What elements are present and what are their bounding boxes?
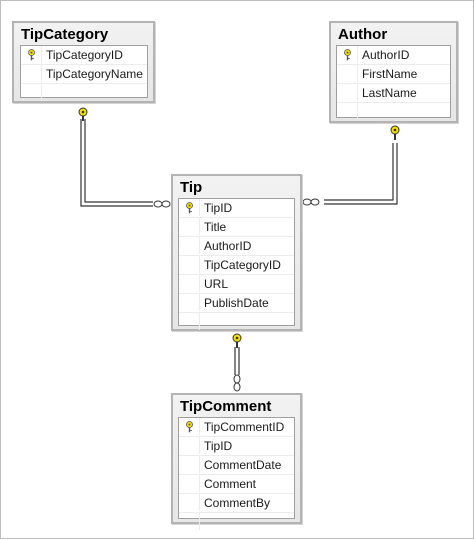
infinity-end-icon xyxy=(233,374,241,392)
column-row[interactable]: TipCategoryName xyxy=(21,65,147,84)
column-row-empty[interactable] xyxy=(337,103,450,121)
relationship-line xyxy=(324,143,394,201)
column-name: TipID xyxy=(204,201,233,215)
column-name: TipID xyxy=(204,439,233,453)
column-row[interactable]: AuthorID xyxy=(179,237,294,256)
column-row[interactable]: TipCategoryID xyxy=(179,256,294,275)
column-list: TipCommentID TipID CommentDate Comment C… xyxy=(178,417,295,530)
key-end-icon xyxy=(232,333,242,348)
column-name: FirstName xyxy=(362,67,418,81)
column-row[interactable]: FirstName xyxy=(337,65,450,84)
column-name: CommentDate xyxy=(204,458,282,472)
table-title: TipComment xyxy=(180,398,272,415)
column-row[interactable]: TipID xyxy=(179,199,294,218)
column-name: TipCategoryID xyxy=(204,258,281,272)
infinity-end-icon xyxy=(302,198,320,206)
relationship-tip-tipcomment xyxy=(232,333,242,392)
column-name: PublishDate xyxy=(204,296,269,310)
table-tipcategory[interactable]: TipCategory TipCategoryID TipCategoryNam… xyxy=(12,21,155,103)
table-title: TipCategory xyxy=(21,26,109,43)
primary-key-icon xyxy=(344,49,351,61)
column-row-empty[interactable] xyxy=(21,84,147,102)
column-row[interactable]: TipID xyxy=(179,437,294,456)
table-tipcomment[interactable]: TipComment TipCommentID TipID CommentDat… xyxy=(171,393,302,530)
relationship-tipcategory-tip xyxy=(78,107,171,208)
primary-key-icon xyxy=(186,202,193,214)
column-row[interactable]: CommentBy xyxy=(179,494,294,513)
column-row[interactable]: Title xyxy=(179,218,294,237)
column-name: AuthorID xyxy=(204,239,252,253)
column-name: TipCategoryID xyxy=(46,48,123,62)
relationship-line xyxy=(80,119,153,207)
column-name: CommentBy xyxy=(204,496,271,510)
column-list: AuthorID FirstName LastName xyxy=(336,45,451,121)
column-row[interactable]: LastName xyxy=(337,84,450,103)
primary-key-icon xyxy=(186,421,193,433)
column-row-empty[interactable] xyxy=(179,513,294,531)
column-row[interactable]: TipCategoryID xyxy=(21,46,147,65)
column-row[interactable]: AuthorID xyxy=(337,46,450,65)
table-tip[interactable]: Tip TipID Title AuthorID xyxy=(171,174,302,331)
column-list: TipID Title AuthorID TipCategoryID URL P… xyxy=(178,198,295,330)
column-name: AuthorID xyxy=(362,48,410,62)
column-row[interactable]: Comment xyxy=(179,475,294,494)
column-row[interactable]: TipCommentID xyxy=(179,418,294,437)
column-name: Comment xyxy=(204,477,257,491)
column-name: TipCommentID xyxy=(204,420,285,434)
column-row[interactable]: URL xyxy=(179,275,294,294)
relationship-line-double xyxy=(324,143,398,205)
primary-key-icon xyxy=(28,49,35,61)
column-row[interactable]: CommentDate xyxy=(179,456,294,475)
table-title: Tip xyxy=(180,179,203,196)
column-name: LastName xyxy=(362,86,417,100)
column-row[interactable]: PublishDate xyxy=(179,294,294,313)
relationship-line-double xyxy=(84,119,153,203)
key-end-icon xyxy=(390,125,400,140)
table-title: Author xyxy=(338,26,388,43)
column-list: TipCategoryID TipCategoryName xyxy=(20,45,148,101)
relationship-author-tip xyxy=(302,125,400,206)
column-name: URL xyxy=(204,277,229,291)
key-end-icon xyxy=(78,107,88,121)
column-name: TipCategoryName xyxy=(46,67,143,81)
infinity-end-icon xyxy=(153,200,171,208)
column-row-empty[interactable] xyxy=(179,313,294,331)
table-author[interactable]: Author AuthorID FirstName LastName xyxy=(329,21,458,123)
column-name: Title xyxy=(204,220,227,234)
